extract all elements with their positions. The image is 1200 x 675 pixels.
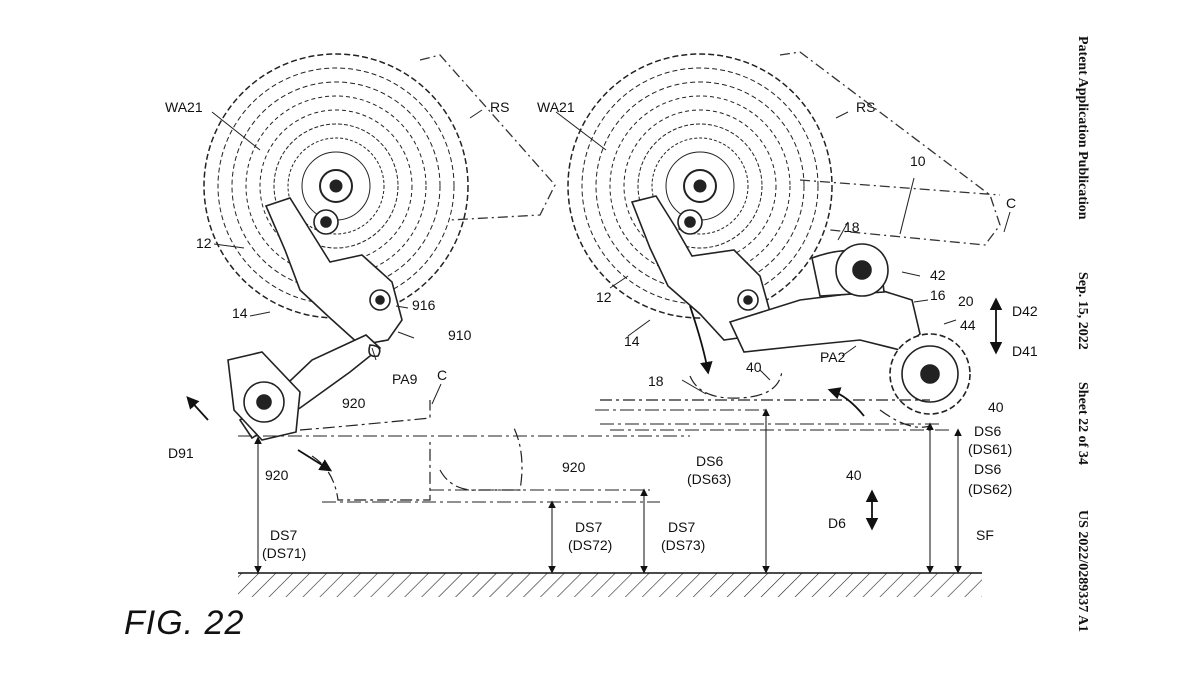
reference-labels: WA21 RS 12 14 916 910 PA9 C 920 D91 920 … [165, 99, 1038, 561]
label-ds61: (DS61) [968, 441, 1012, 457]
label-ds6-c: DS6 [974, 461, 1001, 477]
label-pa9: PA9 [392, 371, 418, 387]
label-16: 16 [930, 287, 946, 303]
dimension-lines [254, 408, 962, 574]
label-sf: SF [976, 527, 994, 543]
label-d6: D6 [828, 515, 846, 531]
label-916: 916 [412, 297, 436, 313]
label-18-b: 18 [648, 373, 664, 389]
label-ds7-a: DS7 [270, 527, 297, 543]
label-ds73: (DS73) [661, 537, 705, 553]
label-14-right: 14 [624, 333, 640, 349]
label-c-left: C [437, 367, 447, 383]
figure-title: FIG. 22 [124, 604, 245, 642]
label-rs-right: RS [856, 99, 875, 115]
label-18-a: 18 [844, 219, 860, 235]
reference-lines [238, 409, 950, 503]
patent-header: Patent Application Publication Sep. 15, … [1068, 30, 1092, 660]
header-number: US 2022/0289337 A1 [1075, 510, 1090, 633]
label-40-c: 40 [846, 467, 862, 483]
direction-arrows [186, 297, 1003, 531]
label-920-a: 920 [342, 395, 366, 411]
header-sheet: Sheet 22 of 34 [1075, 382, 1090, 465]
label-ds62: (DS62) [968, 481, 1012, 497]
label-10: 10 [910, 153, 926, 169]
frame-stay-left [419, 54, 556, 221]
chain-paths-left [299, 400, 523, 501]
rear-derailleur-left [227, 197, 403, 441]
label-rs-left: RS [490, 99, 509, 115]
ground-surface [238, 572, 982, 597]
label-ds72: (DS72) [568, 537, 612, 553]
frame-stay-right [779, 51, 1001, 246]
label-wa21-right: WA21 [537, 99, 575, 115]
label-20: 20 [958, 293, 974, 309]
label-12-right: 12 [596, 289, 612, 305]
header-publication: Patent Application Publication [1075, 36, 1090, 220]
label-d41: D41 [1012, 343, 1038, 359]
label-ds7-c: DS7 [668, 519, 695, 535]
label-ds63: (DS63) [687, 471, 731, 487]
leader-lines [211, 109, 1011, 405]
label-d91: D91 [168, 445, 194, 461]
label-ds71: (DS71) [262, 545, 306, 561]
label-40-b: 40 [988, 399, 1004, 415]
label-wa21-left: WA21 [165, 99, 203, 115]
label-12-left: 12 [196, 235, 212, 251]
header-date: Sep. 15, 2022 [1075, 272, 1090, 350]
label-40-a: 40 [746, 359, 762, 375]
label-d42: D42 [1012, 303, 1038, 319]
label-ds7-b: DS7 [575, 519, 602, 535]
label-c-right: C [1006, 195, 1016, 211]
label-44: 44 [960, 317, 976, 333]
label-920-b: 920 [265, 467, 289, 483]
label-ds6-a: DS6 [974, 423, 1001, 439]
label-910: 910 [448, 327, 472, 343]
label-42: 42 [930, 267, 946, 283]
label-920-c: 920 [562, 459, 586, 475]
rear-derailleur-right [630, 195, 971, 415]
label-pa2: PA2 [820, 349, 846, 365]
label-ds6-b: DS6 [696, 453, 723, 469]
label-14-left: 14 [232, 305, 248, 321]
